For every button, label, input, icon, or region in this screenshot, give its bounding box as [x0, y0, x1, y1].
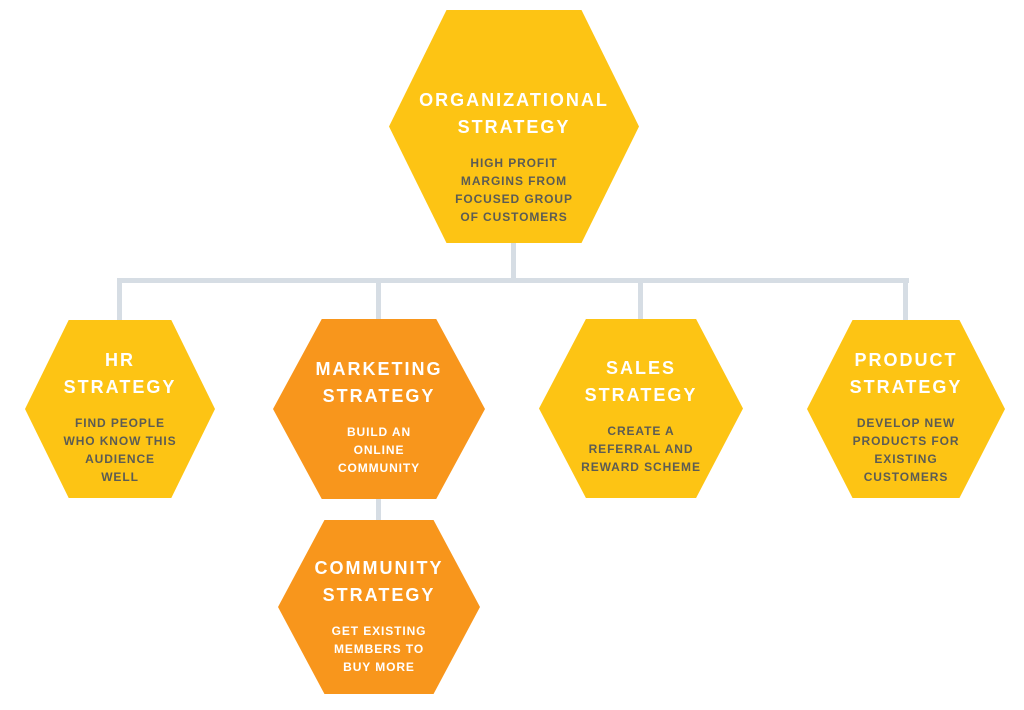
node-title: COMMUNITY STRATEGY	[314, 557, 444, 605]
connector-horizontal-bar	[117, 278, 909, 283]
node-title: PRODUCT STRATEGY	[849, 349, 963, 397]
connector-drop-marketing	[376, 278, 381, 322]
node-marketing-strategy: MARKETING STRATEGY BUILD AN ONLINE COMMU…	[273, 319, 485, 499]
node-hr-strategy: HR STRATEGY FIND PEOPLE WHO KNOW THIS AU…	[25, 320, 215, 498]
node-subtitle: BUILD AN ONLINE COMMUNITY	[337, 424, 421, 475]
node-title: SALES STRATEGY	[584, 358, 698, 405]
node-title: HR STRATEGY	[63, 349, 177, 397]
node-subtitle: GET EXISTING MEMBERS TO BUY MORE	[331, 623, 427, 674]
node-community-strategy: COMMUNITY STRATEGY GET EXISTING MEMBERS …	[278, 520, 480, 694]
node-subtitle: DEVELOP NEW PRODUCTS FOR EXISTING CUSTOM…	[852, 415, 960, 484]
connector-drop-hr	[117, 278, 122, 322]
connector-drop-sales	[638, 278, 643, 322]
node-title: ORGANIZATIONAL STRATEGY	[419, 90, 609, 137]
node-subtitle: CREATE A REFERRAL AND REWARD SCHEME	[581, 424, 701, 474]
connector-drop-product	[903, 278, 908, 322]
connector-marketing-community	[376, 496, 381, 522]
node-subtitle: HIGH PROFIT MARGINS FROM FOCUSED GROUP O…	[455, 156, 573, 224]
node-title: MARKETING STRATEGY	[315, 358, 443, 406]
node-subtitle: FIND PEOPLE WHO KNOW THIS AUDIENCE WELL	[63, 415, 177, 484]
node-product-strategy: PRODUCT STRATEGY DEVELOP NEW PRODUCTS FO…	[807, 320, 1005, 498]
node-organizational-strategy: ORGANIZATIONAL STRATEGY HIGH PROFIT MARG…	[389, 10, 639, 243]
node-sales-strategy: SALES STRATEGY CREATE A REFERRAL AND REW…	[539, 319, 743, 498]
connector-root-stem	[511, 243, 516, 283]
